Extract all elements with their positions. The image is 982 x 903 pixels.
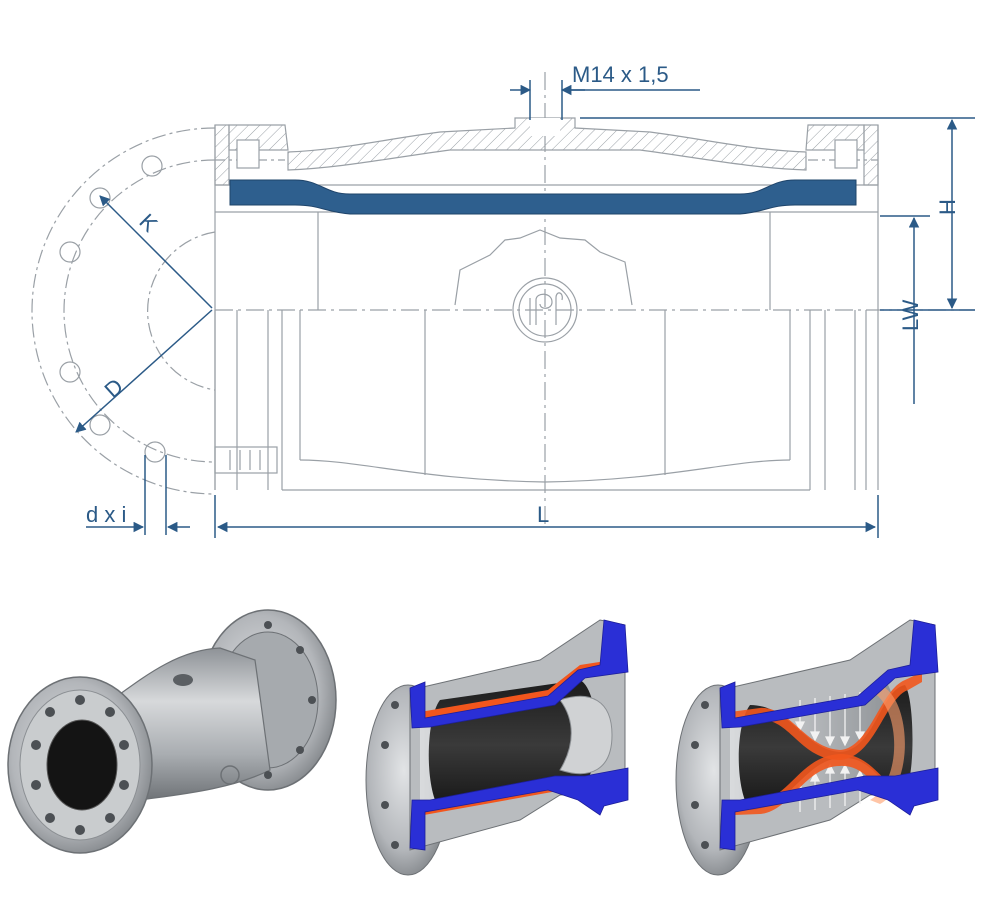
valve-exterior-photo xyxy=(7,609,337,854)
logo-mark xyxy=(512,277,578,343)
bolt-dimension-label: d x i xyxy=(86,502,126,527)
technical-drawing xyxy=(31,72,975,525)
valve-cutaway-closed-photo xyxy=(675,619,939,876)
flange-side-view xyxy=(31,127,216,495)
length-dimension-label: L xyxy=(537,502,549,527)
thread-dimension-label: M14 x 1,5 xyxy=(572,62,669,87)
height-dimension-label: H xyxy=(935,199,960,215)
valve-cutaway-open-photo xyxy=(365,619,629,876)
dimensions xyxy=(75,80,975,538)
lw-dimension-label: LW xyxy=(898,299,923,331)
k-dimension-label: K xyxy=(134,209,162,237)
d-dimension-label: D xyxy=(99,374,128,403)
rubber-sleeve xyxy=(229,179,857,215)
